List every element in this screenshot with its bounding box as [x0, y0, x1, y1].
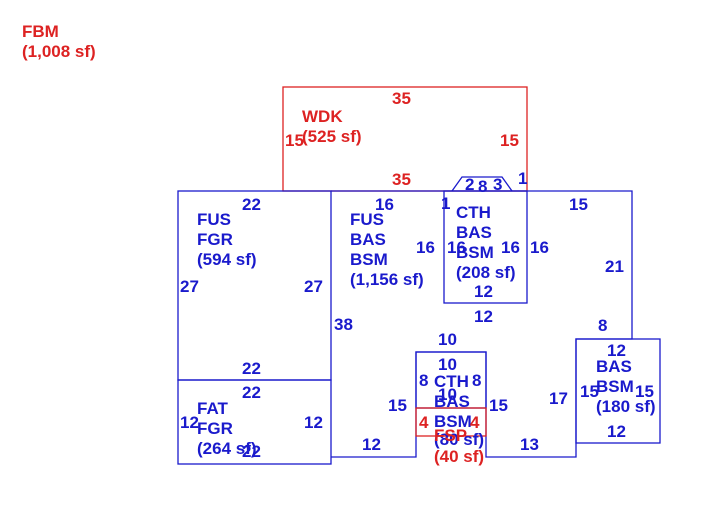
fus-bas-line2: BAS [350, 230, 386, 249]
cth-top-bevel [451, 176, 513, 192]
bas-right-dim-right: 15 [635, 382, 654, 401]
fsp-code: FSP [434, 426, 467, 445]
fat-fgr-dim-top: 22 [242, 383, 261, 402]
cth-bottom-line3: BSM [434, 412, 472, 431]
fus-bas-dim-left: 38 [334, 315, 353, 334]
cth-top-area: (208 sf) [456, 263, 516, 282]
fat-fgr-line2: FGR [197, 419, 233, 438]
fsp-labels: FSP (40 sf) 4 4 [419, 413, 484, 466]
cth-bottom-line2: BAS [434, 392, 470, 411]
fus-fgr-labels: FUS FGR (594 sf) 22 27 27 22 [180, 195, 323, 378]
bas-right-line1: BAS [596, 357, 632, 376]
fus-fgr-area: (594 sf) [197, 250, 257, 269]
wdk-area: (525 sf) [302, 127, 362, 146]
fbm-code: FBM [22, 22, 59, 41]
fat-fgr-line1: FAT [197, 399, 228, 418]
fbm-label: FBM (1,008 sf) [22, 22, 96, 61]
cth-top-dim-left: 16 [416, 238, 435, 257]
fus-fgr-line1: FUS [197, 210, 231, 229]
cth-bottom-labels: CTH BAS BSM (80 sf) 10 10 10 8 8 15 15 [388, 330, 508, 449]
wdk-labels: WDK (525 sf) 35 35 15 15 [285, 89, 519, 189]
cth-top-labels: CTH BAS BSM (208 sf) 2 8 3 1 1 16 16 16 … [416, 169, 549, 326]
wdk-code: WDK [302, 107, 343, 126]
fat-fgr-labels: FAT FGR (264 sf) 22 12 12 22 [180, 383, 323, 461]
bas-right-dim-top: 12 [607, 341, 626, 360]
cth-bottom-dim-right: 8 [472, 371, 481, 390]
fus-fgr-dim-left: 27 [180, 277, 199, 296]
cth-top-line1: CTH [456, 203, 491, 222]
bas-right-area: (180 sf) [596, 397, 656, 416]
fat-fgr-outline [177, 379, 332, 465]
cth-top-dim-bottom2: 12 [474, 307, 493, 326]
cth-top-line2: BAS [456, 223, 492, 242]
east-dims: 15 21 8 17 13 [520, 195, 624, 454]
east-dim-left: 17 [549, 389, 568, 408]
east-dim-bottom: 13 [520, 435, 539, 454]
fus-bas-labels: FUS BAS BSM (1,156 sf) 16 38 12 [334, 195, 424, 454]
cth-bottom-line1: CTH [434, 372, 469, 391]
cth-bottom-dim-inner: 10 [438, 385, 457, 404]
wdk-dim-right: 15 [500, 131, 519, 150]
fus-bas-area: (1,156 sf) [350, 270, 424, 289]
fus-fgr-line2: FGR [197, 230, 233, 249]
fbm-area: (1,008 sf) [22, 42, 96, 61]
cth-top-dim-top3: 3 [493, 175, 502, 194]
cth-bottom-area: (80 sf) [434, 430, 484, 449]
cth-bottom-dim-left2: 15 [388, 396, 407, 415]
bas-right-line2: BSM [596, 377, 634, 396]
east-dim-right: 21 [605, 257, 624, 276]
fsp-outline [415, 407, 487, 437]
cth-bottom-dim-left: 8 [419, 371, 428, 390]
outlines [177, 86, 661, 465]
fat-fgr-dim-right: 12 [304, 413, 323, 432]
fus-fgr-dim-top: 22 [242, 195, 261, 214]
east-dim-step: 8 [598, 316, 607, 335]
fus-fgr-dim-right: 27 [304, 277, 323, 296]
fat-fgr-dim-bottom: 22 [242, 442, 261, 461]
cth-bottom-dim-top: 10 [438, 330, 457, 349]
cth-top-outline [443, 190, 528, 304]
bas-right-outline [575, 338, 661, 444]
fus-bas-line3: BSM [350, 250, 388, 269]
bas-right-dim-bottom: 12 [607, 422, 626, 441]
wdk-dim-left: 15 [285, 131, 304, 150]
fsp-dim-left: 4 [419, 413, 429, 432]
bas-right-labels: BAS BSM (180 sf) 12 15 15 12 [580, 341, 656, 441]
fsp-area: (40 sf) [434, 447, 484, 466]
fsp-dim-right: 4 [470, 413, 480, 432]
cth-bottom-dim-top2: 10 [438, 355, 457, 374]
fat-fgr-area: (264 sf) [197, 439, 257, 458]
cth-top-dim-corner-right: 1 [518, 169, 527, 188]
east-dim-top: 15 [569, 195, 588, 214]
cth-top-dim-top: 2 [465, 175, 474, 194]
cth-top-line3: BSM [456, 243, 494, 262]
fus-bas-dim-bottom: 12 [362, 435, 381, 454]
cth-top-dim-bottom: 12 [474, 282, 493, 301]
cth-top-dim-right: 16 [501, 238, 520, 257]
fus-bas-line1: FUS [350, 210, 384, 229]
cth-top-dim-right2: 16 [530, 238, 549, 257]
fat-fgr-dim-left: 12 [180, 413, 199, 432]
cth-top-dim-corner-left: 1 [441, 194, 450, 213]
fus-fgr-dim-bottom: 22 [242, 359, 261, 378]
wdk-dim-bottom: 35 [392, 170, 411, 189]
cth-bottom-dim-right2: 15 [489, 396, 508, 415]
bas-right-dim-left: 15 [580, 382, 599, 401]
cth-top-dim-left2: 16 [447, 238, 466, 257]
wdk-dim-top: 35 [392, 89, 411, 108]
cth-top-dim-top2: 8 [478, 177, 487, 196]
fus-bas-dim-top: 16 [375, 195, 394, 214]
